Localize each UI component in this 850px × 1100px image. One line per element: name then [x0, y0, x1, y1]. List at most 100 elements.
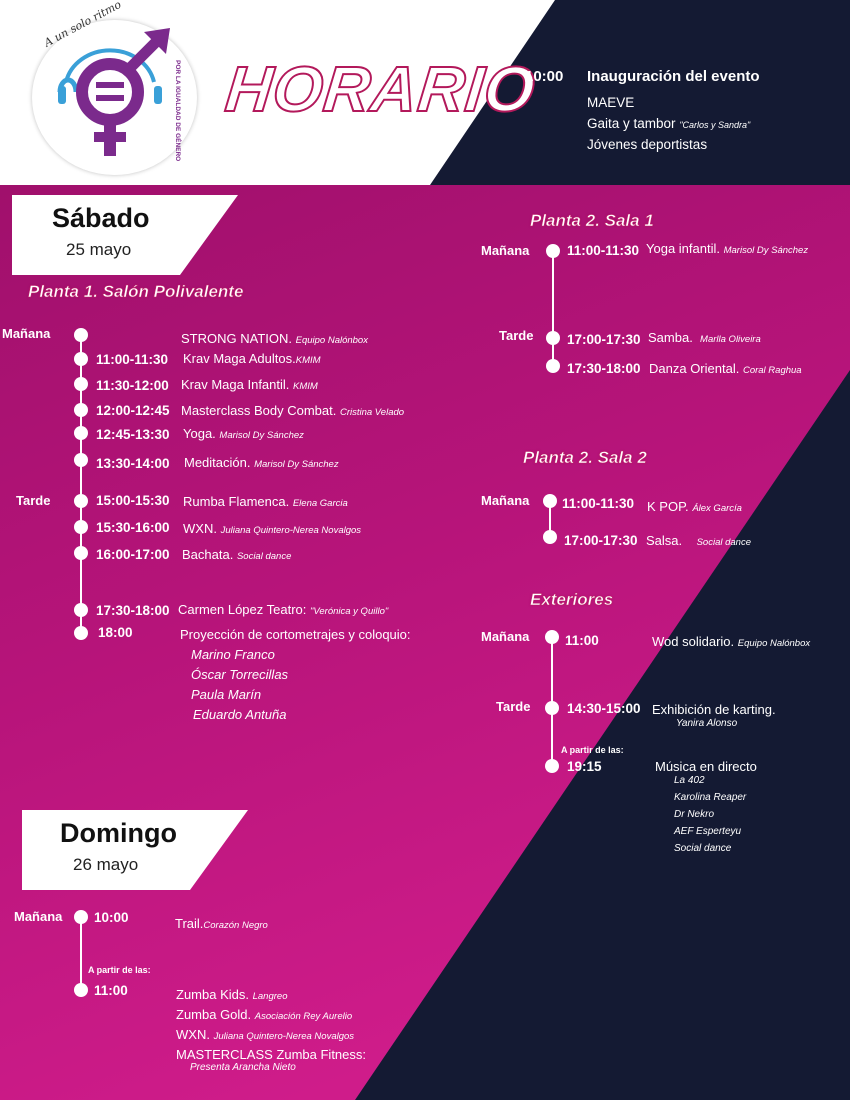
- schedule-time: 18:00: [98, 625, 133, 640]
- schedule-item: MASTERCLASS Zumba Fitness:: [176, 1047, 366, 1062]
- schedule-item: WXN. Juliana Quintero-Nerea Novalgos: [176, 1027, 355, 1042]
- timeline-dot: [74, 494, 88, 508]
- schedule-who: Presenta Arancha Nieto: [190, 1062, 296, 1073]
- sabado-date: 25 mayo: [66, 240, 132, 259]
- timeline-dot: [545, 630, 559, 644]
- schedule-item: Proyección de cortometrajes y coloquio:: [180, 627, 411, 642]
- speaker-name: Paula Marín: [191, 687, 262, 702]
- domingo-date: 26 mayo: [73, 855, 139, 874]
- schedule-time: 17:30-18:00: [567, 361, 641, 376]
- inauguration-time: 10:00: [525, 68, 564, 85]
- schedule-item: STRONG NATION. Equipo Nalónbox: [181, 331, 368, 346]
- schedule-time: 12:45-13:30: [96, 427, 170, 442]
- schedule-who: Yanira Alonso: [676, 718, 738, 729]
- timeline-dot: [74, 520, 88, 534]
- section-sala1: Planta 2. Sala 1: [530, 211, 654, 231]
- schedule-time: 19:15: [567, 759, 602, 774]
- period-tarde: Tarde: [499, 328, 534, 343]
- schedule-time: 16:00-17:00: [96, 547, 170, 562]
- period-tarde: Tarde: [496, 699, 531, 714]
- schedule-time: 11:00-11:30: [96, 352, 169, 367]
- speaker-name: Eduardo Antuña: [193, 707, 287, 722]
- timeline-dot: [545, 701, 559, 715]
- schedule-time: 14:30-15:00: [567, 701, 641, 716]
- schedule-time: 11:00: [565, 633, 599, 648]
- schedule-item: Yoga. Marisol Dy Sánchez: [183, 426, 304, 441]
- timeline-dot: [74, 546, 88, 560]
- timeline-line: [80, 336, 82, 632]
- timeline-dot: [74, 626, 88, 640]
- schedule-item: Samba. Marlla Oliveira: [648, 330, 761, 345]
- period-manana: Mañana: [2, 326, 51, 341]
- schedule-item: Salsa. Social dance: [646, 533, 751, 548]
- inauguration-line: Jóvenes deportistas: [587, 137, 708, 152]
- speaker-name: Óscar Torrecillas: [191, 667, 289, 682]
- timeline-dot: [74, 426, 88, 440]
- band-name: Karolina Reaper: [674, 792, 747, 803]
- schedule-item: Zumba Kids. Langreo: [176, 987, 288, 1002]
- schedule-item: K POP. Álex García: [647, 499, 742, 514]
- schedule-time: 10:00: [94, 910, 129, 925]
- period-manana: Mañana: [481, 493, 530, 508]
- period-manana: Mañana: [14, 909, 63, 924]
- band-name: AEF Esperteyu: [674, 826, 742, 837]
- schedule-item: Trail.Corazón Negro: [175, 916, 268, 931]
- band-name: Dr Nekro: [674, 809, 715, 820]
- schedule-item: Bachata. Social dance: [182, 547, 292, 562]
- timeline-dot: [545, 759, 559, 773]
- schedule-item: Exhibición de karting.: [652, 702, 776, 717]
- band-name: La 402: [674, 775, 705, 786]
- schedule-item: Yoga infantil. Marisol Dy Sánchez: [646, 241, 809, 256]
- domingo-day-title: Domingo: [60, 818, 177, 848]
- timeline-dot: [543, 530, 557, 544]
- schedule-item: Música en directo: [655, 759, 757, 774]
- inauguration-title: Inauguración del evento: [587, 68, 760, 85]
- schedule-item: WXN. Juliana Quintero-Nerea Novalgos: [183, 521, 362, 536]
- timeline-dot: [543, 494, 557, 508]
- timeline-dot: [546, 331, 560, 345]
- timeline-dot: [546, 244, 560, 258]
- schedule-item: Wod solidario. Equipo Nalónbox: [652, 634, 811, 649]
- sabado-day-box: [12, 195, 238, 275]
- band-name: Social dance: [674, 843, 732, 854]
- timeline-dot: [74, 910, 88, 924]
- timeline-dot: [74, 983, 88, 997]
- section-sala2: Planta 2. Sala 2: [523, 448, 647, 468]
- gender-equality-logo-icon: [57, 28, 170, 156]
- schedule-item: Meditación. Marisol Dy Sánchez: [184, 455, 339, 470]
- schedule-item: Masterclass Body Combat. Cristina Velado: [181, 403, 405, 418]
- a-partir-label: A partir de las:: [561, 745, 624, 755]
- inauguration-line: MAEVE: [587, 95, 635, 110]
- schedule-item: Danza Oriental. Coral Raghua: [649, 361, 802, 376]
- period-manana: Mañana: [481, 629, 530, 644]
- schedule-item: Krav Maga Infantil. KMIM: [181, 377, 318, 392]
- logo-text-side: POR LA IGUALDAD DE GÉNERO: [174, 60, 181, 162]
- period-manana: Mañana: [481, 243, 530, 258]
- timeline-dot: [74, 377, 88, 391]
- schedule-time: 12:00-12:45: [96, 403, 170, 418]
- schedule-time: 17:00-17:30: [567, 332, 641, 347]
- a-partir-label: A partir de las:: [88, 965, 151, 975]
- inauguration-line: Gaita y tambor "Carlos y Sandra": [587, 116, 751, 131]
- timeline-dot: [74, 603, 88, 617]
- period-tarde: Tarde: [16, 493, 51, 508]
- timeline-dot: [74, 403, 88, 417]
- domingo-day-box: [22, 810, 248, 890]
- schedule-item: Zumba Gold. Asociación Rey Aurelio: [176, 1007, 353, 1022]
- schedule-time: 17:30-18:00: [96, 603, 170, 618]
- schedule-time: 11:00: [94, 983, 128, 998]
- event-logo: A un solo ritmo POR LA IGUALDAD DE GÉNER…: [32, 0, 197, 175]
- timeline-dot: [74, 328, 88, 342]
- schedule-time: 15:30-16:00: [96, 520, 170, 535]
- page-title: HORARIO: [221, 52, 540, 126]
- schedule-item: Krav Maga Adultos.KMIM: [183, 351, 321, 366]
- schedule-time: 11:00-11:30: [567, 243, 640, 258]
- schedule-time: 11:00-11:30: [562, 496, 635, 511]
- schedule-time: 11:30-12:00: [96, 378, 169, 393]
- sabado-day-title: Sábado: [52, 203, 150, 233]
- speaker-name: Marino Franco: [191, 647, 275, 662]
- timeline-line: [552, 250, 554, 368]
- section-exteriores: Exteriores: [530, 590, 614, 610]
- schedule-time: 17:00-17:30: [564, 533, 638, 548]
- timeline-line: [549, 500, 551, 540]
